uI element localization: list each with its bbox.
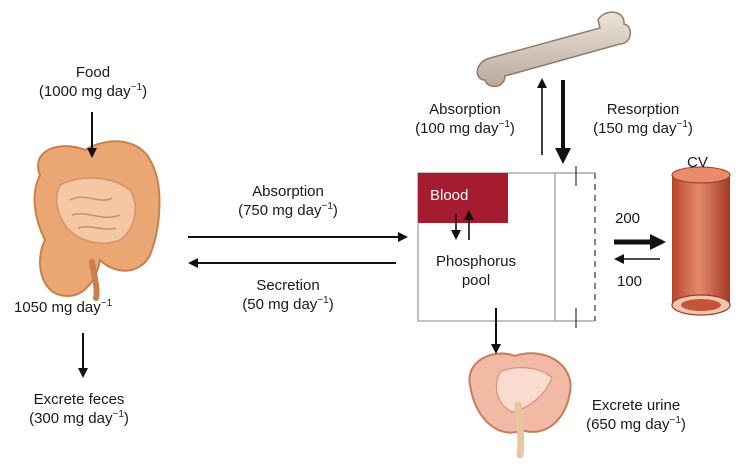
gut-absorption-title: Absorption: [208, 182, 368, 201]
pool-line1: Phosphorus: [420, 252, 532, 271]
gut-absorption-exp: −1: [321, 201, 332, 212]
food-rate: (1000 mg day: [39, 83, 131, 100]
gut-secretion-rate: (50 mg day: [242, 296, 317, 313]
feces-rate-exp: −1: [112, 409, 123, 420]
urine-title: Excrete urine: [556, 396, 716, 415]
urine-label: Excrete urine (650 mg day−1): [556, 396, 716, 434]
bone-absorption-close: ): [510, 120, 515, 137]
cv-out-value: 200: [615, 209, 640, 228]
bone-absorption-rate: (100 mg day: [415, 120, 498, 137]
gut-absorption-close: ): [333, 202, 338, 219]
cv-label: CV: [687, 153, 708, 172]
feces-label: Excrete feces (300 mg day−1): [4, 390, 154, 428]
phosphorus-pool-label: Phosphorus pool: [420, 252, 532, 290]
feces-rate: (300 mg day: [29, 410, 112, 427]
bone-resorption-exp: −1: [676, 119, 687, 130]
gut-secretion-title: Secretion: [208, 276, 368, 295]
bone-resorption-label: Resorption (150 mg day−1): [568, 100, 718, 138]
feces-title: Excrete feces: [4, 390, 154, 409]
urine-rate-exp: −1: [669, 415, 680, 426]
gut-secretion-exp: −1: [317, 295, 328, 306]
intestine-illustration: [35, 141, 160, 298]
food-rate-exp: −1: [131, 82, 142, 93]
urine-rate: (650 mg day: [586, 416, 669, 433]
food-label: Food (1000 mg day−1): [18, 63, 168, 101]
feces-rate-close: ): [124, 410, 129, 427]
bone-absorption-title: Absorption: [390, 100, 540, 119]
bone-resorption-title: Resorption: [568, 100, 718, 119]
gut-output-exp: −1: [101, 298, 112, 309]
food-title: Food: [18, 63, 168, 82]
bone-absorption-label: Absorption (100 mg day−1): [390, 100, 540, 138]
urine-rate-close: ): [681, 416, 686, 433]
gut-output-label: 1050 mg day−1: [14, 298, 112, 317]
gut-output-rate: 1050 mg day: [14, 299, 101, 316]
bone-absorption-exp: −1: [498, 119, 509, 130]
blood-label: Blood: [430, 186, 468, 205]
bone-resorption-close: ): [688, 120, 693, 137]
cv-in-value: 100: [617, 272, 642, 291]
gut-absorption-rate: (750 mg day: [238, 202, 321, 219]
cv-vessel-illustration: [672, 167, 730, 315]
pool-line2: pool: [420, 271, 532, 290]
bone-illustration: [477, 12, 630, 86]
bone-resorption-rate: (150 mg day: [593, 120, 676, 137]
food-rate-close: ): [142, 83, 147, 100]
gut-absorption-label: Absorption (750 mg day−1): [208, 182, 368, 220]
gut-secretion-close: ): [329, 296, 334, 313]
gut-secretion-label: Secretion (50 mg day−1): [208, 276, 368, 314]
